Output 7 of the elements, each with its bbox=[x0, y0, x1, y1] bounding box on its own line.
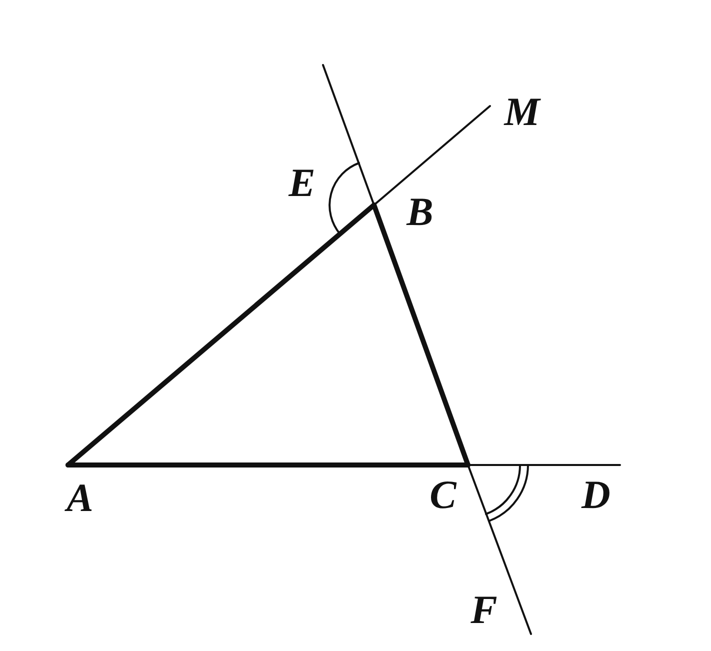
point-label: C bbox=[430, 475, 456, 515]
point-label: B bbox=[406, 192, 434, 232]
point-label: F bbox=[470, 590, 498, 630]
point-label: M bbox=[504, 92, 540, 132]
point-label: E bbox=[288, 163, 316, 203]
point-label: A bbox=[66, 478, 94, 518]
point-label: D bbox=[582, 475, 610, 515]
